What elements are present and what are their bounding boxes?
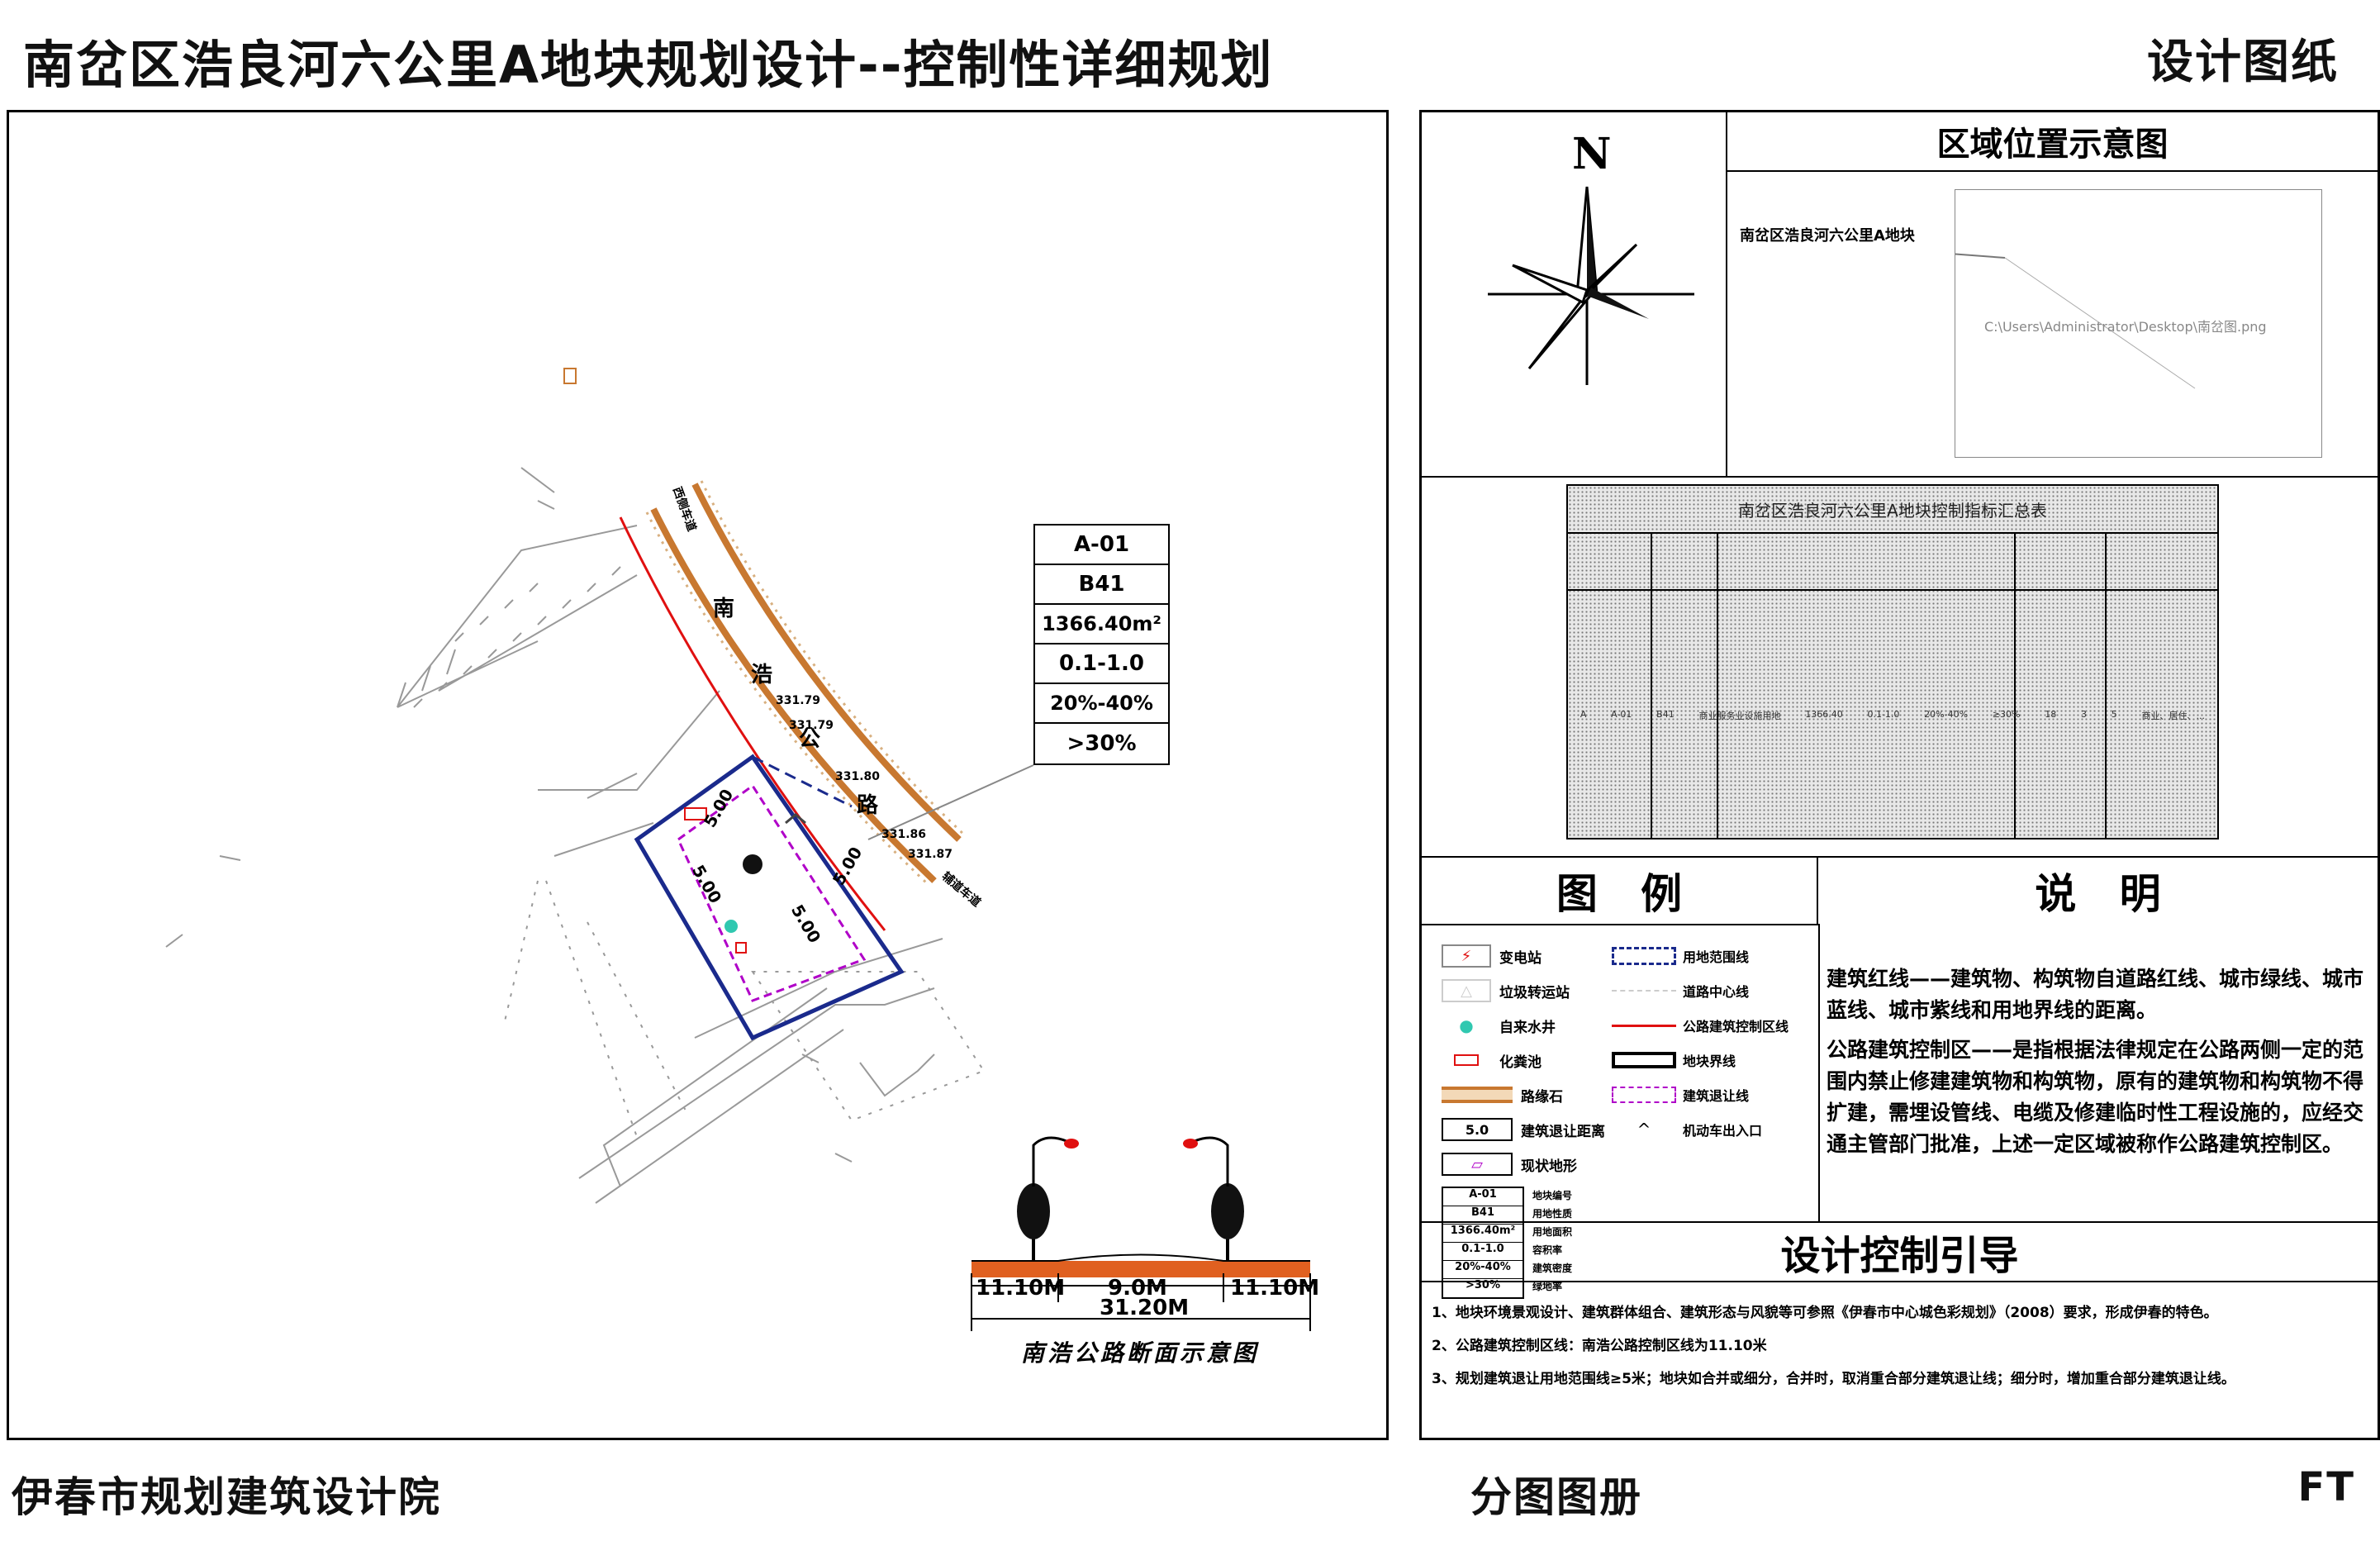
land-use-code: B41: [1035, 565, 1168, 605]
table-cell: 5: [2111, 709, 2117, 720]
site-label: 南岔区浩良河六公里A地块: [1740, 227, 1915, 245]
green-ratio: >30%: [1066, 731, 1137, 756]
legend-item: ▱现状地形: [1442, 1147, 1607, 1182]
vehicle-entrance-icon: ^: [1637, 1120, 1651, 1139]
legend-item: 地块界线: [1612, 1043, 1818, 1077]
control-line-icon: [1612, 1024, 1676, 1027]
table-cell: A-01: [1611, 709, 1632, 720]
legend-item: ^机动车出入口: [1612, 1112, 1818, 1147]
site-entrance: [785, 813, 806, 825]
table-cell: 0.1-1.0: [1867, 709, 1900, 720]
indicator-table-title: 南岔区浩良河六公里A地块控制指标汇总表: [1738, 500, 2047, 521]
explanation-paragraph: 建筑红线——建筑物、构筑物自道路红线、城市绿线、城市蓝线、城市紫线和用地界线的距…: [1827, 967, 2364, 1022]
substation-icon: ⚡: [1442, 944, 1491, 968]
existing-terrain: [165, 467, 986, 1204]
legend-item: 用地范围线: [1612, 939, 1818, 973]
setback-distance-icon: 5.0: [1442, 1118, 1513, 1141]
guidance-item: 3、规划建筑退让用地范围线≥5米；地块如合并或细分，合并时，取消重合部分建筑退让…: [1432, 1371, 2235, 1387]
guidance-title: 设计控制引导: [1780, 1233, 2019, 1279]
legend-item: 道路中心线: [1612, 973, 1818, 1008]
site-marker: [743, 854, 762, 874]
road-centerline-icon: [1612, 990, 1676, 992]
elevation-label: 331.80: [835, 770, 881, 783]
atlas-label: 分图图册: [1470, 1473, 1642, 1521]
street-tree-icon: [1183, 1136, 1244, 1261]
terrain-icon: ▱: [1442, 1153, 1513, 1176]
water-well-symbol: [724, 920, 738, 933]
legend-item: 公路建筑控制区线: [1612, 1008, 1818, 1043]
legend-title: 图 例: [1422, 858, 1818, 924]
garbage-station-icon: △: [1442, 979, 1491, 1002]
section-width: 9.0M: [1108, 1276, 1167, 1301]
highway-control-line: [619, 516, 886, 931]
elevation-label: 331.86: [881, 828, 927, 841]
table-cell: 1366.40: [1805, 709, 1843, 720]
location-map-placeholder: C:\Users\Administrator\Desktop\南岔图.png: [1955, 189, 2322, 458]
legend-item: ●自来水井: [1442, 1008, 1607, 1043]
septic-tank-symbol: [684, 807, 707, 820]
location-map-title: 区域位置示意图: [1727, 112, 2378, 172]
street-tree-icon: [1017, 1136, 1079, 1261]
legend-item: 化粪池: [1442, 1043, 1607, 1077]
legend-item: 建筑退让线: [1612, 1077, 1818, 1112]
road-char: 路: [857, 793, 879, 818]
compass-cell: N: [1422, 112, 1727, 476]
septic-tank-icon: [1442, 1049, 1491, 1072]
explanation-title: 说 明: [2035, 870, 2161, 918]
design-institute-name: 伊春市规划建筑设计院: [12, 1473, 441, 1521]
parcel-id: A-01: [1035, 526, 1168, 565]
water-well-icon: ●: [1459, 1015, 1474, 1035]
table-cell: ≥30%: [1992, 709, 2021, 720]
parcel-boundary-icon: [1612, 947, 1676, 965]
elevation-label: 331.79: [776, 694, 821, 707]
lot-line-icon: [1612, 1052, 1676, 1068]
legend-item: △垃圾转运站: [1442, 973, 1607, 1008]
table-cell: 18: [2045, 709, 2057, 720]
road-section-diagram: [971, 1136, 1311, 1331]
building-setback-line: [677, 783, 867, 1002]
legend-item: 路缘石: [1442, 1077, 1607, 1112]
plan-drawing: [165, 368, 1311, 1331]
info-panel: N 区域位置示意图 南岔区浩良河六公里A地块 C:\Users\Administ…: [1419, 110, 2380, 1440]
setback-line-icon: [1612, 1087, 1676, 1103]
table-cell: A: [1580, 709, 1587, 720]
section-width: 11.10M: [1230, 1276, 1320, 1301]
road-char: 公: [799, 727, 821, 752]
legend-right: 用地范围线 道路中心线 公路建筑控制区线 地块界线 建筑退让线 ^机动车出入口: [1612, 939, 1818, 1147]
drawing-type-badge: 设计图纸: [2147, 36, 2339, 89]
guidance-item: 2、公路建筑控制区线：南浩公路控制区线为11.10米: [1432, 1338, 1767, 1354]
table-cell: B41: [1656, 709, 1675, 720]
table-cell: 商业服务业设施用地: [1698, 711, 1781, 721]
guidance-list: 1、地块环境景观设计、建筑群体组合、建筑形态与风貌等可参照《伊春市中心城色彩规划…: [1432, 1302, 2365, 1390]
table-cell: 商业、居住、...: [2141, 711, 2205, 721]
section-caption: 南浩公路断面示意图: [1021, 1339, 1260, 1367]
land-area: 1366.40m²: [1035, 605, 1168, 644]
parcel-boundary: [634, 754, 905, 1041]
page-title: 南岔区浩良河六公里A地块规划设计--控制性详细规划: [23, 35, 1274, 95]
floor-area-ratio: 0.1-1.0: [1035, 644, 1168, 684]
elevation-label: 331.79: [789, 719, 834, 732]
image-path-text: C:\Users\Administrator\Desktop\南岔图.png: [1984, 319, 2267, 335]
elevation-label: 331.87: [908, 848, 953, 861]
indicator-table: 南岔区浩良河六公里A地块控制指标汇总表 A A-01 B41 商业服务业设施用地…: [1566, 484, 2219, 839]
section-width: 11.10M: [976, 1276, 1066, 1301]
sheet-code: FT: [2297, 1464, 2355, 1510]
explanation-text: 建筑红线——建筑物、构筑物自道路红线、城市绿线、城市蓝线、城市紫线和用地界线的距…: [1827, 963, 2372, 1160]
explanation-paragraph: 公路建筑控制区——是指根据法律规定在公路两侧一定的范围内禁止修建建筑物和构筑物，…: [1827, 1038, 2364, 1156]
north-arrow-icon: [1488, 186, 1694, 385]
parcel-info-table: A-01 B41 1366.40m² 0.1-1.0 20%-40% >30%: [1033, 524, 1170, 765]
building-density: 20%-40%: [1035, 684, 1168, 724]
road-char: 南: [713, 597, 735, 621]
plan-drawing-panel: 西侧车道 南 浩 公 路 辅道车道 331.79 331.79 331.80 3…: [7, 110, 1389, 1440]
road-char: 浩: [751, 663, 773, 687]
north-label: N: [1572, 129, 1612, 179]
table-cell: 3: [2080, 709, 2087, 720]
guidance-item: 1、地块环境景观设计、建筑群体组合、建筑形态与风貌等可参照《伊春市中心城色彩规划…: [1432, 1305, 2218, 1321]
curb-icon: [1442, 1087, 1513, 1103]
legend-item: ⚡变电站: [1442, 939, 1607, 973]
section-total-width: 31.20M: [1100, 1296, 1190, 1320]
table-cell: 20%-40%: [1924, 709, 1969, 720]
